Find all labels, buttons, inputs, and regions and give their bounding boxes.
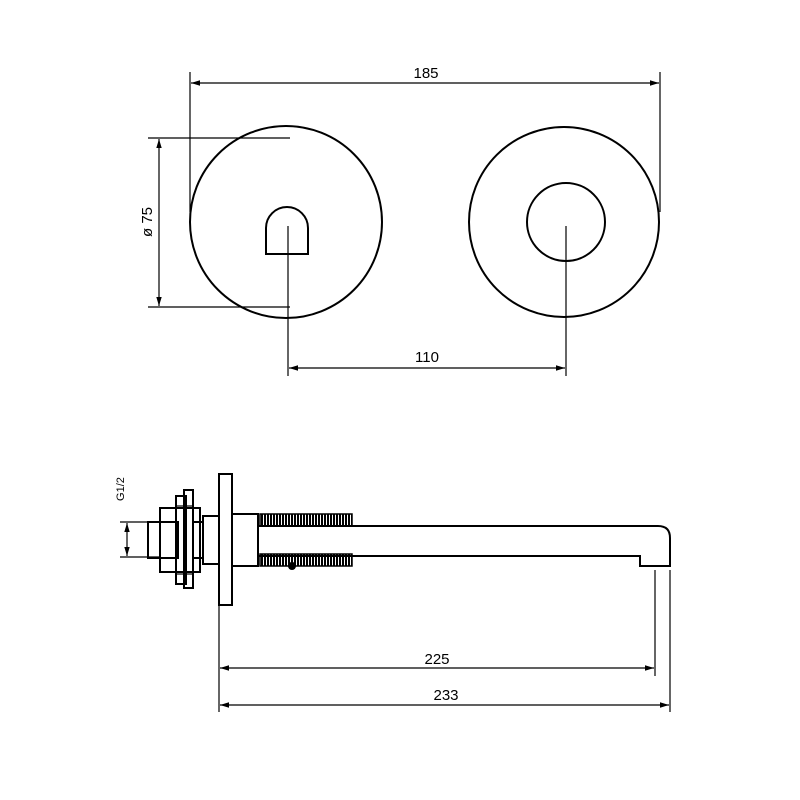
sleeve-collar [231,513,259,567]
mounting-bracket [175,495,187,585]
spout-outlet-profile [265,206,309,255]
spout [258,525,671,567]
knurled-band-top [259,513,353,527]
dimension-label-233: 233 [433,687,458,704]
body-collar [202,515,220,565]
dimension-label-110: 110 [415,349,439,366]
body-neck [192,521,204,559]
dimension-spout-projection: 225 [220,651,654,671]
dimension-center-spacing: 110 [287,226,567,376]
front-view: 185 ø 75 110 [139,65,661,376]
dimension-thread: G1/2 [115,477,160,558]
dimension-overall-length: 233 [220,687,669,708]
set-screw [288,562,296,570]
right-rosette [468,126,660,318]
dimension-label-thread: G1/2 [115,477,127,501]
dimension-label-diameter: ø 75 [139,207,156,237]
dimension-overall-width: 185 [189,65,661,212]
connection-body [147,489,220,589]
dimension-diameter: ø 75 [139,137,290,308]
side-view: G1/2 225 [115,473,671,712]
dimension-label-185: 185 [413,65,438,82]
dimension-label-225: 225 [424,651,449,668]
valve-body [159,507,201,573]
threaded-inlet [147,521,179,559]
left-rosette [189,125,383,319]
wall-rosette [218,473,233,606]
